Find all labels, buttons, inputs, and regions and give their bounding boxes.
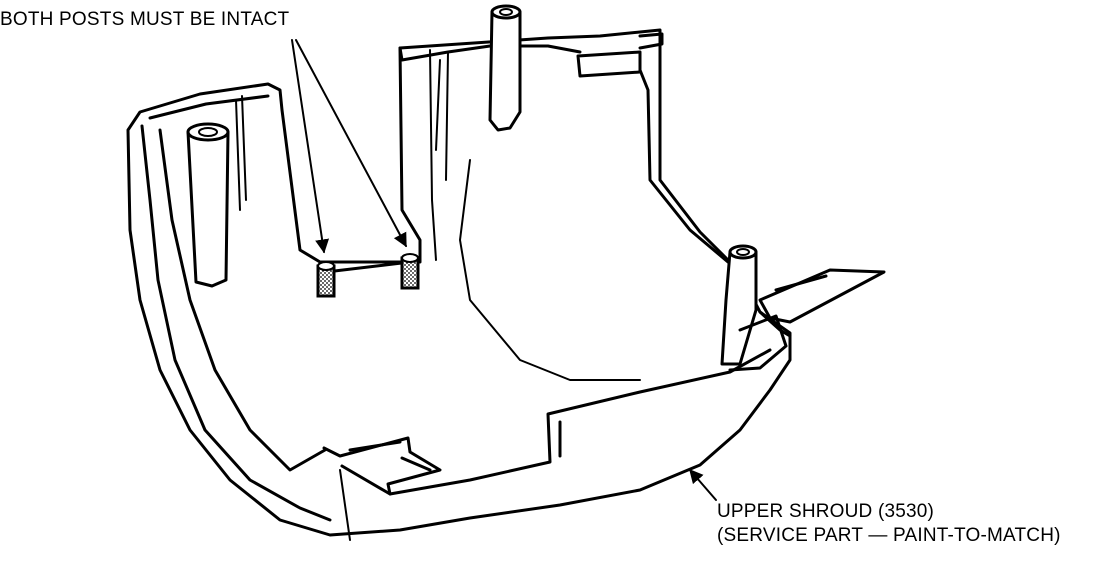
back-wall xyxy=(398,32,730,381)
side-clip-tab xyxy=(728,268,886,372)
small-posts xyxy=(316,253,420,298)
leader-lines xyxy=(291,39,717,501)
callout-upper-shroud: UPPER SHROUD (3530) xyxy=(717,501,935,522)
left-post xyxy=(186,95,247,288)
callout-service-part-note: (SERVICE PART — PAINT-TO-MATCH) xyxy=(717,525,1061,546)
back-post xyxy=(488,4,522,132)
shroud-outer-shell xyxy=(126,28,792,537)
front-right-post xyxy=(720,244,758,366)
front-lip xyxy=(322,348,772,541)
callout-both-posts: BOTH POSTS MUST BE INTACT xyxy=(0,9,290,30)
small-post-right xyxy=(400,253,420,290)
small-post-left xyxy=(316,261,336,298)
